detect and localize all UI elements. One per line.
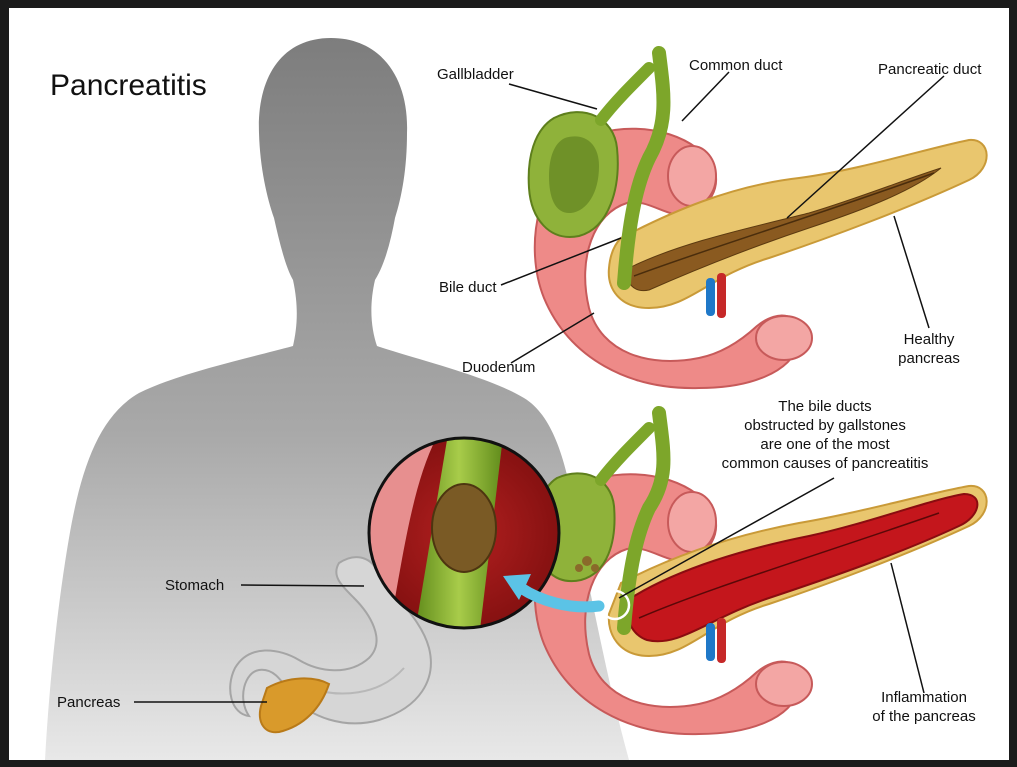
label-callout: The bile ducts obstructed by gallstones … [695, 397, 955, 473]
label-stomach: Stomach [165, 576, 224, 595]
label-healthy-pancreas-line1: Healthy [889, 330, 969, 349]
illustration [9, 8, 1009, 760]
label-pancreas: Pancreas [57, 693, 120, 712]
diagram-canvas: Pancreatitis Gallbladder Common duct Pan… [9, 8, 1009, 760]
label-healthy-pancreas-line2: pancreas [889, 349, 969, 368]
label-bile-duct: Bile duct [439, 278, 497, 297]
label-callout-line4: common causes of pancreatitis [695, 454, 955, 473]
label-callout-line1: The bile ducts [695, 397, 955, 416]
label-inflammation-line2: of the pancreas [859, 707, 989, 726]
diagram-title: Pancreatitis [50, 68, 207, 104]
label-gallbladder: Gallbladder [437, 65, 514, 84]
label-inflammation-line1: Inflammation [859, 688, 989, 707]
label-pancreatic-duct: Pancreatic duct [878, 60, 981, 79]
label-callout-line2: obstructed by gallstones [695, 416, 955, 435]
label-healthy-pancreas: Healthy pancreas [889, 330, 969, 368]
label-callout-line3: are one of the most [695, 435, 955, 454]
label-duodenum: Duodenum [462, 358, 535, 377]
label-inflammation: Inflammation of the pancreas [859, 688, 989, 726]
label-common-duct: Common duct [689, 56, 782, 75]
